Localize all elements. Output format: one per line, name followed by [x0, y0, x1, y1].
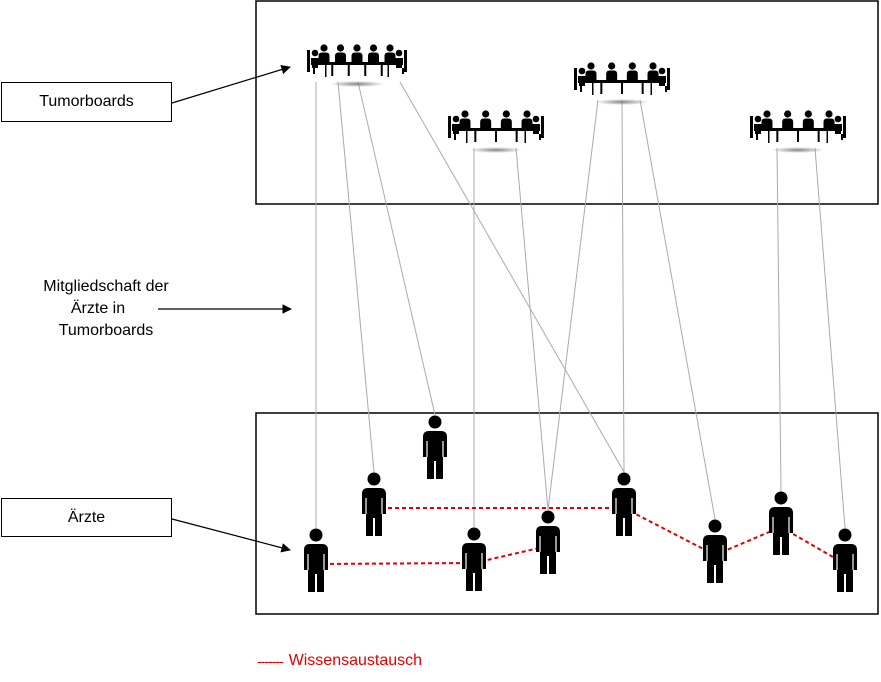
- doctor-icon: [833, 528, 857, 592]
- tumorboards-label: Tumorboards: [39, 93, 134, 110]
- exchange-lines: [315, 507, 846, 565]
- doctor-icon: [703, 519, 727, 583]
- tumorboard-icon: [307, 44, 407, 87]
- membership-line: [776, 147, 782, 492]
- exchange-line: [473, 545, 549, 564]
- membership-label-line-1: Mitgliedschaft der: [43, 278, 169, 295]
- tumorboard-icons: [307, 44, 846, 153]
- membership-label-line-3: Tumorboards: [58, 322, 154, 339]
- doctor-icon: [769, 491, 793, 555]
- doctor-icon: [536, 510, 560, 574]
- membership-line: [814, 147, 846, 529]
- legend: ------- Wissensaustausch: [257, 651, 422, 671]
- legend-text: Wissensaustausch: [288, 652, 423, 669]
- tumorboards-panel: [255, 0, 879, 205]
- doctors-arrow: [171, 518, 291, 553]
- doctors-panel: [255, 412, 879, 615]
- membership-lines: [315, 81, 846, 529]
- doctor-icons: [304, 415, 857, 592]
- tumorboard-icon: [448, 110, 544, 153]
- doctor-icon: [423, 415, 447, 479]
- membership-line: [357, 81, 436, 416]
- doctor-icon: [304, 528, 328, 592]
- tumorboard-icon: [574, 62, 670, 105]
- membership-line: [399, 81, 625, 473]
- membership-line: [639, 99, 716, 520]
- membership-line: [621, 99, 625, 473]
- doctors-label-box: Ärzte: [1, 498, 172, 537]
- membership-line: [515, 147, 549, 511]
- legend-dash: -------: [257, 653, 284, 669]
- doctor-icon: [612, 472, 636, 536]
- exchange-line: [623, 507, 716, 556]
- doctor-icon: [462, 527, 486, 591]
- doctors-label: Ärzte: [67, 508, 106, 526]
- tumorboard-icon: [750, 110, 846, 153]
- exchange-line: [315, 562, 475, 565]
- membership-line: [547, 99, 599, 511]
- membership-label-line-2: Ärzte in: [70, 300, 126, 317]
- exchange-line: [780, 526, 846, 565]
- tumorboards-arrow: [171, 64, 291, 104]
- tumorboards-label-box: Tumorboards: [1, 82, 172, 122]
- doctor-icon: [362, 472, 386, 536]
- membership-line: [337, 81, 375, 473]
- membership-label: Mitgliedschaft der Ärzte in Tumorboards: [22, 276, 190, 342]
